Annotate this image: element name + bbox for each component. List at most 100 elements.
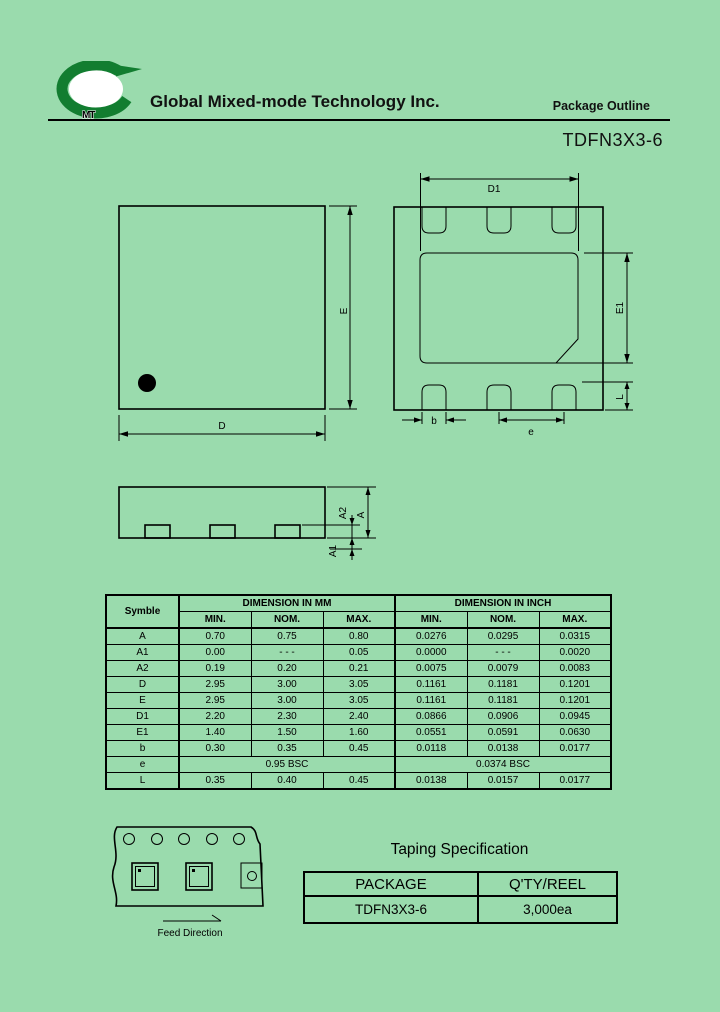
symbol-cell: D1	[105, 708, 180, 725]
value-cell: 0.19	[178, 660, 252, 677]
package-cell: TDFN3X3-6	[303, 895, 479, 924]
value-cell: - - -	[466, 644, 540, 661]
logo-mt-text: MT	[82, 110, 95, 121]
value-cell: 1.60	[322, 724, 396, 741]
dim-label-E1: E1	[615, 301, 626, 314]
gmt-logo-icon: MT	[56, 61, 142, 122]
dim-label-D1: D1	[488, 184, 501, 195]
table-row: e 0.95 BSC 0.0374 BSC	[105, 756, 612, 773]
pocket-unit	[135, 866, 155, 887]
top-pad-3	[551, 207, 577, 234]
value-cell: 0.0177	[538, 740, 612, 757]
col-header: MIN.	[394, 611, 468, 629]
symbol-cell: E	[105, 692, 180, 709]
feed-direction-label: Feed Direction	[157, 928, 222, 939]
col-header: MAX.	[538, 611, 612, 629]
tape-pocket-partial	[240, 862, 263, 889]
value-cell: 2.95	[178, 692, 252, 709]
value-cell: 3.05	[322, 676, 396, 693]
tape-pocket	[131, 862, 159, 891]
company-name: Global Mixed-mode Technology Inc.	[150, 92, 440, 111]
sprocket-hole	[233, 833, 245, 845]
side-lead-3	[274, 524, 301, 539]
dim-label-A: A	[356, 511, 367, 518]
sprocket-hole	[123, 833, 135, 845]
value-cell: 3.00	[250, 676, 324, 693]
value-cell: 0.0866	[394, 708, 468, 725]
part-number-title: TDFN3X3-6	[562, 130, 663, 150]
value-cell: 0.1161	[394, 692, 468, 709]
value-cell-span: 0.0374 BSC	[394, 756, 612, 773]
symbol-cell: A1	[105, 644, 180, 661]
table-row: A1 0.00 - - - 0.05 0.0000 - - - 0.0020	[105, 644, 612, 661]
value-cell: 2.20	[178, 708, 252, 725]
logo-swoosh-tail	[112, 64, 142, 77]
unit-pin1-mark	[192, 869, 195, 872]
value-cell: 0.0551	[394, 724, 468, 741]
value-cell: 0.1161	[394, 676, 468, 693]
sprocket-hole	[206, 833, 218, 845]
logo-green-swoosh	[56, 61, 132, 119]
value-cell: 2.40	[322, 708, 396, 725]
package-body-outline	[118, 205, 326, 410]
package-outline	[393, 206, 604, 411]
value-cell: 0.0945	[538, 708, 612, 725]
doc-type-label: Package Outline	[552, 99, 650, 113]
value-cell: 0.0138	[394, 772, 468, 790]
value-cell: 0.0083	[538, 660, 612, 677]
value-cell: - - -	[250, 644, 324, 661]
symbol-header: Symble	[105, 594, 180, 629]
qty-cell: 3,000ea	[477, 895, 618, 924]
value-cell: 0.0177	[538, 772, 612, 790]
table-row: TDFN3X3-6 3,000ea	[303, 895, 618, 924]
symbol-cell: L	[105, 772, 180, 790]
value-cell: 0.1201	[538, 692, 612, 709]
package-col-header: PACKAGE	[303, 871, 479, 897]
bottom-pad-3	[551, 384, 577, 410]
bottom-pad-1	[421, 384, 447, 410]
value-cell: 0.0138	[466, 740, 540, 757]
symbol-cell: A2	[105, 660, 180, 677]
value-cell: 0.1181	[466, 676, 540, 693]
top-pad-2	[486, 207, 512, 234]
tape-outline	[111, 826, 264, 907]
value-cell: 3.05	[322, 692, 396, 709]
qty-col-header: Q'TY/REEL	[477, 871, 618, 897]
bottom-pad-2	[486, 384, 512, 410]
side-body	[118, 486, 326, 539]
top-view-drawing: E D	[118, 205, 357, 441]
table-row: E 2.95 3.00 3.05 0.1161 0.1181 0.1201	[105, 692, 612, 709]
col-header: NOM.	[250, 611, 324, 629]
symbol-cell: e	[105, 756, 180, 773]
value-cell: 0.0295	[466, 627, 540, 645]
value-cell: 0.0075	[394, 660, 468, 677]
table-row: L 0.35 0.40 0.45 0.0138 0.0157 0.0177	[105, 772, 612, 790]
symbol-cell: A	[105, 627, 180, 645]
dim-label-L: L	[615, 394, 626, 400]
table-row: b 0.30 0.35 0.45 0.0118 0.0138 0.0177	[105, 740, 612, 757]
pocket-unit	[189, 866, 209, 887]
col-header: MAX.	[322, 611, 396, 629]
logo-inner-white	[69, 70, 123, 108]
value-cell: 0.1201	[538, 676, 612, 693]
col-header: NOM.	[466, 611, 540, 629]
value-cell: 1.50	[250, 724, 324, 741]
value-cell: 0.45	[322, 740, 396, 757]
value-cell: 3.00	[250, 692, 324, 709]
taping-spec-table: PACKAGE Q'TY/REEL TDFN3X3-6 3,000ea	[303, 871, 618, 924]
value-cell: 0.30	[178, 740, 252, 757]
sub-header-row: MIN. NOM. MAX. MIN. NOM. MAX.	[106, 611, 612, 629]
value-cell: 0.20	[250, 660, 324, 677]
inch-group-header: DIMENSION IN INCH	[394, 594, 612, 612]
value-cell: 1.40	[178, 724, 252, 741]
value-cell: 0.21	[322, 660, 396, 677]
value-cell: 0.0315	[538, 627, 612, 645]
value-cell: 0.0079	[466, 660, 540, 677]
value-cell: 0.0276	[394, 627, 468, 645]
pocket-hole	[247, 871, 257, 881]
value-cell: 0.0000	[394, 644, 468, 661]
side-lead-1	[144, 524, 171, 539]
value-cell: 0.35	[250, 740, 324, 757]
value-cell: 0.35	[178, 772, 252, 790]
